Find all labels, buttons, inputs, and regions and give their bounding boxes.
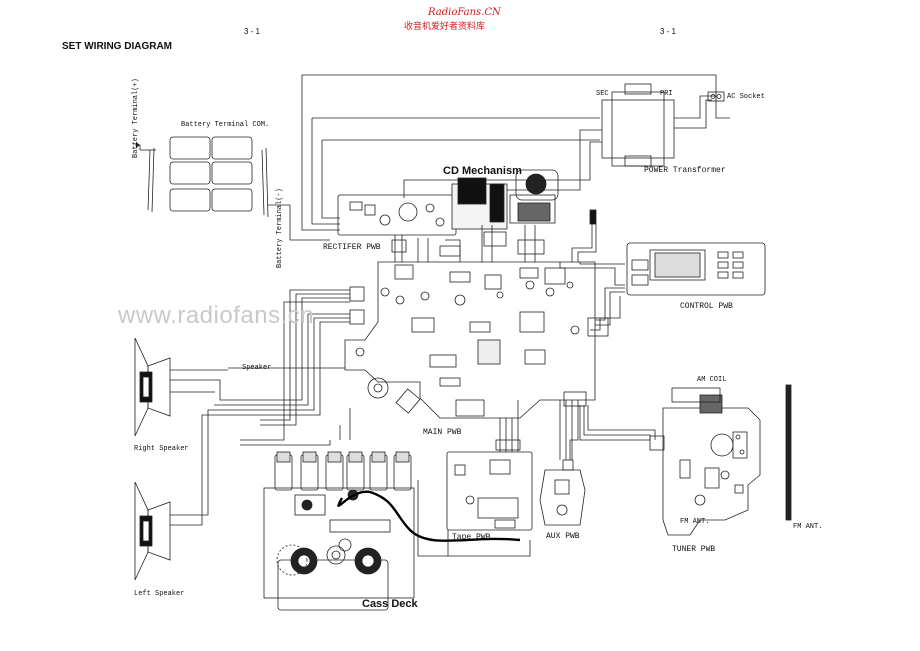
tape-pwb-label: Tape PWB bbox=[452, 533, 491, 542]
ac-socket-label: AC Socket bbox=[727, 93, 765, 101]
battery-terminal-plus-label: Battery Terminal(+) bbox=[132, 78, 140, 158]
speaker-wire-label: Speaker bbox=[242, 364, 272, 372]
watermark-chinese: 收音机爱好者资料库 bbox=[404, 21, 486, 31]
left-speaker-label: Left Speaker bbox=[134, 590, 185, 598]
battery-terminal-minus-label: Battery Terminal(-) bbox=[276, 188, 284, 268]
power-transformer-label: POWER Transformer bbox=[644, 166, 726, 175]
watermark-top: RadioFans.CN bbox=[428, 7, 501, 18]
pri-label: PRI bbox=[660, 90, 673, 98]
main-pwb-label: MAIN PWB bbox=[423, 428, 462, 437]
am-coil-label: AM COIL bbox=[697, 376, 727, 384]
right-speaker-label: Right Speaker bbox=[134, 445, 189, 453]
watermark-middle: www.radiofans.cn bbox=[118, 302, 315, 329]
sec-label: SEC bbox=[596, 90, 609, 98]
tuner-pwb-label: TUNER PWB bbox=[672, 545, 716, 554]
rectifier-pwb-label: RECTIFER PWB bbox=[323, 243, 381, 252]
cass-deck-label: Cass Deck bbox=[362, 598, 418, 610]
aux-pwb-label: AUX PWB bbox=[546, 532, 580, 541]
page-number-left: 3 - 1 bbox=[244, 27, 261, 36]
page-title: SET WIRING DIAGRAM bbox=[62, 41, 172, 52]
cd-mechanism-label: CD Mechanism bbox=[443, 165, 522, 177]
fm-ant-label-tuner: FM ANT. bbox=[680, 518, 710, 526]
control-pwb-label: CONTROL PWB bbox=[680, 302, 733, 311]
page-number-right: 3 - 1 bbox=[660, 27, 677, 36]
fm-ant-label-rod: FM ANT. bbox=[793, 523, 823, 531]
battery-terminal-com-label: Battery Terminal COM. bbox=[181, 121, 270, 129]
